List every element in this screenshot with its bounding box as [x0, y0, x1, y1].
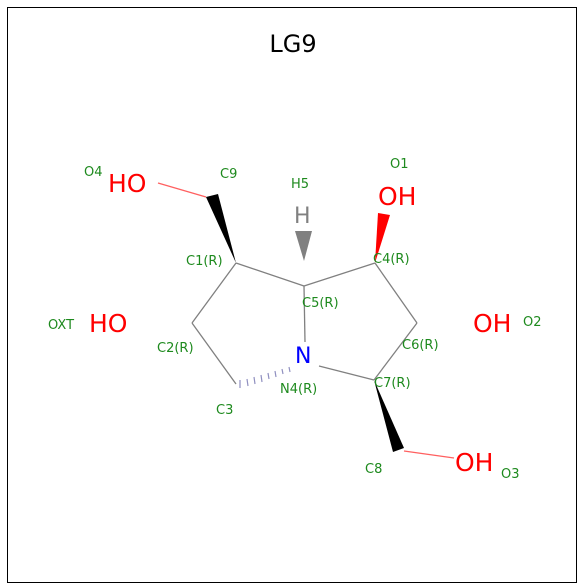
- label-c3: C3: [216, 403, 233, 418]
- label-h5: H5: [291, 177, 309, 192]
- label-o4: O4: [84, 165, 103, 180]
- atom-o4-hydroxyl: HO: [108, 169, 146, 198]
- bonds: [157, 182, 455, 459]
- atom-labels: O4 C9 H5 O1 C1(R) C4(R) C5(R) OXT C2(R) …: [48, 157, 542, 482]
- molecule-title: LG9: [269, 30, 316, 58]
- diagram-frame: LG9: [7, 7, 577, 583]
- bond-c5-c4: [303, 262, 376, 287]
- atom-o3-hydroxyl: OH: [455, 448, 493, 477]
- atom-oxt-hydroxyl: HO: [89, 309, 127, 338]
- wedge-bond-c7-c8: [374, 380, 404, 452]
- label-c5: C5(R): [302, 296, 339, 311]
- atom-h5: H: [294, 204, 311, 229]
- label-c1: C1(R): [186, 254, 223, 269]
- label-c7: C7(R): [374, 376, 411, 391]
- label-c9: C9: [220, 167, 237, 182]
- label-o3: O3: [501, 467, 520, 482]
- bond-c4-c6: [374, 262, 418, 324]
- bond-n4-c7: [318, 365, 375, 381]
- label-c4: C4(R): [373, 252, 410, 267]
- bond-c1-c5: [235, 262, 305, 287]
- wedge-bond-c5-h5: [295, 231, 312, 261]
- atom-n4: N: [295, 344, 311, 369]
- hash-bond-c2-oxt: [135, 313, 185, 333]
- wedge-bond-c1-c9: [206, 194, 236, 263]
- bond-c1-c2: [191, 262, 237, 324]
- label-o1: O1: [390, 157, 409, 172]
- bond-c8-o3: [403, 450, 455, 459]
- atom-o2-hydroxyl: OH: [473, 309, 511, 338]
- label-n4: N4(R): [280, 382, 317, 397]
- label-c2: C2(R): [157, 341, 194, 356]
- molecule-diagram: LG9: [48, 30, 542, 482]
- label-c6: C6(R): [402, 338, 439, 353]
- hash-bond-c6-o2: [424, 314, 468, 332]
- label-c8: C8: [365, 462, 382, 477]
- bond-c5-n4: [303, 285, 306, 343]
- hash-bond-n4-c3: [239, 366, 291, 388]
- atom-o1-hydroxyl: OH: [378, 182, 416, 211]
- label-o2: O2: [523, 315, 542, 330]
- label-oxt: OXT: [48, 318, 74, 333]
- bond-c2-c3: [191, 322, 237, 385]
- bond-c6-c7: [373, 322, 418, 381]
- wedge-bond-c4-o1: [375, 213, 390, 263]
- bond-o4-c9: [157, 182, 207, 198]
